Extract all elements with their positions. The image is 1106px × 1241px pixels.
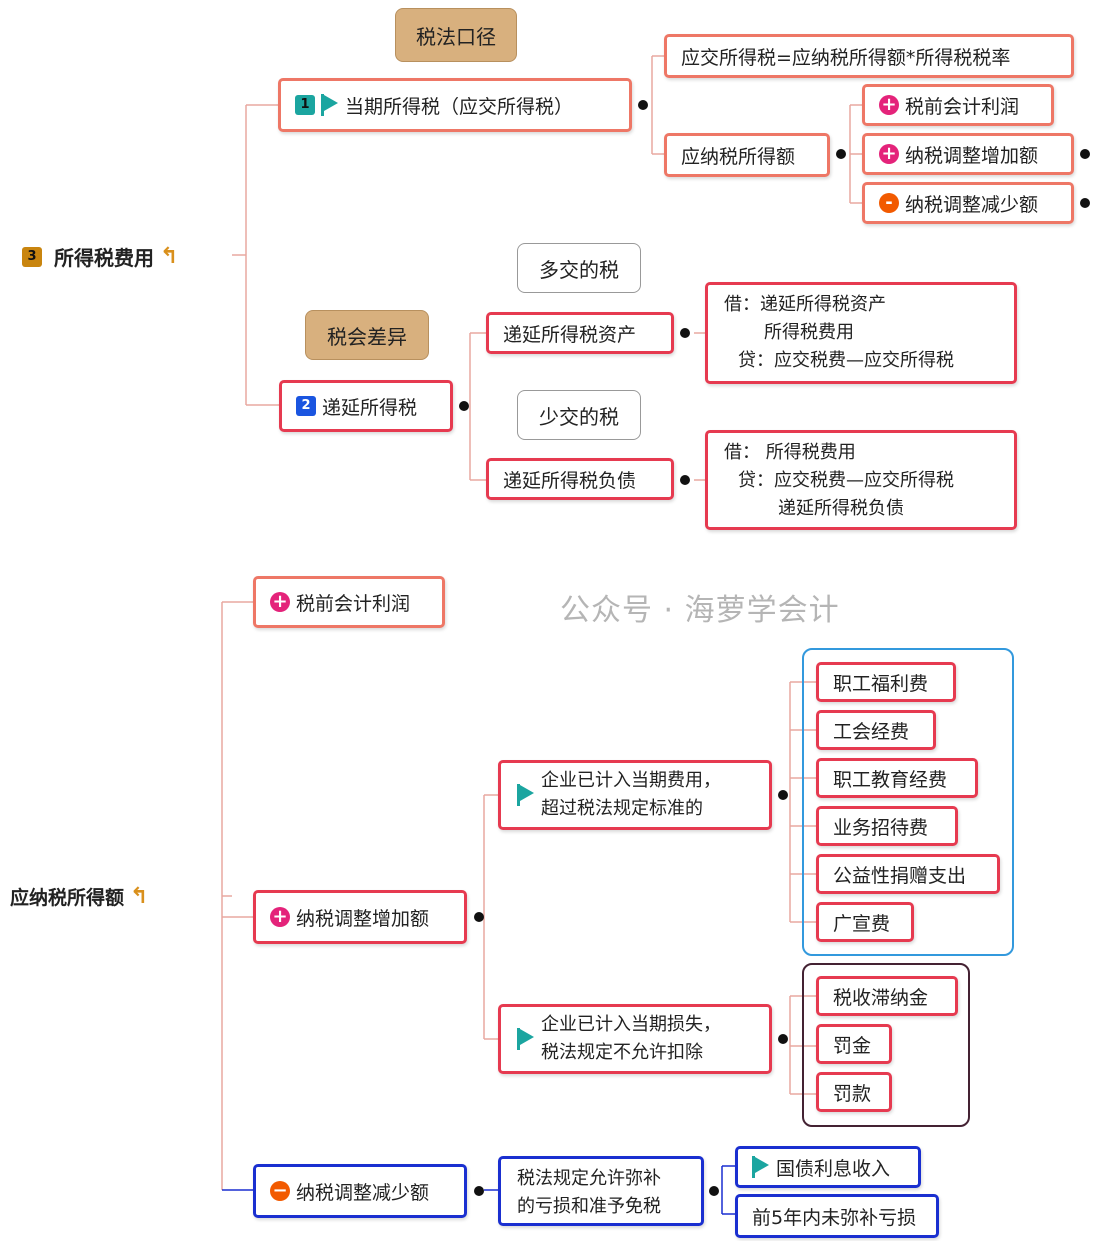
callout-tax-law: 税法口径 [395, 8, 517, 62]
plus-icon: + [270, 592, 290, 612]
boundary-loss-items [802, 963, 970, 1127]
node-label: 企业已计入当期损失， [541, 1014, 721, 1035]
node-label: 税前会计利润 [296, 592, 411, 615]
node-dtl[interactable]: 递延所得税负债 [486, 458, 674, 500]
minus-icon: − [270, 1181, 290, 1201]
node-label: 纳税调整减少额 [905, 193, 1039, 216]
node-pretax-profit[interactable]: + 税前会计利润 [253, 576, 445, 628]
entry-line: 贷：应交税费—应交所得税 [738, 470, 954, 491]
flag-icon [321, 94, 339, 116]
link-back-icon[interactable]: ↰ [160, 244, 179, 269]
node-decrease[interactable]: −纳税调整减少额 [253, 1164, 467, 1218]
callout-difference: 税会差异 [305, 310, 429, 360]
node-label: 纳税调整减少额 [296, 1181, 430, 1204]
expense-item[interactable]: 职工教育经费 [816, 758, 978, 798]
collapse-dot[interactable] [709, 1186, 719, 1196]
callout-underpaid: 少交的税 [517, 390, 641, 440]
collapse-dot[interactable] [459, 401, 469, 411]
node-taxable-income[interactable]: 应纳税所得额 [664, 133, 830, 177]
minus-icon: - [879, 193, 899, 213]
root-income-tax-expense[interactable]: 3 所得税费用 ↰ [22, 242, 178, 271]
node-bond-interest[interactable]: 国债利息收入 [735, 1146, 921, 1188]
expense-item[interactable]: 广宣费 [816, 902, 914, 942]
collapse-dot[interactable] [474, 1186, 484, 1196]
loss-item[interactable]: 税收滞纳金 [816, 976, 958, 1016]
node-label: 递延所得税 [322, 396, 418, 419]
entry-line: 借： 所得税费用 [724, 442, 856, 463]
node-expense-over-limit[interactable]: 企业已计入当期费用， 超过税法规定标准的 [498, 760, 772, 830]
node-current-tax[interactable]: 1 当期所得税（应交所得税） [278, 78, 632, 132]
node-label: 企业已计入当期费用， [541, 770, 721, 791]
flag-icon [752, 1156, 770, 1178]
node-decrease[interactable]: -纳税调整减少额 [862, 182, 1074, 224]
node-loss-disallowed[interactable]: 企业已计入当期损失， 税法规定不允许扣除 [498, 1004, 772, 1074]
entry-line: 递延所得税负债 [778, 498, 904, 519]
link-back-icon[interactable]: ↰ [130, 884, 149, 909]
collapse-dot[interactable] [778, 790, 788, 800]
node-label: 当期所得税（应交所得税） [345, 95, 574, 118]
plus-icon: + [879, 144, 899, 164]
boundary-expense-items [802, 648, 1014, 956]
priority-1-icon: 1 [295, 95, 315, 115]
flag-icon [517, 1028, 535, 1050]
loss-item[interactable]: 罚款 [816, 1072, 892, 1112]
node-pretax-profit[interactable]: + 税前会计利润 [862, 84, 1054, 126]
expense-item[interactable]: 职工福利费 [816, 662, 956, 702]
node-increase[interactable]: + 纳税调整增加额 [253, 890, 467, 944]
plus-icon: + [270, 907, 290, 927]
entry-line: 所得税费用 [764, 322, 854, 343]
callout-overpaid: 多交的税 [517, 243, 641, 293]
entry-line: 贷：应交税费—应交所得税 [738, 350, 954, 371]
watermark: 公众号 · 海萝学会计 [560, 593, 840, 628]
expense-item[interactable]: 业务招待费 [816, 806, 958, 846]
expand-dot[interactable] [1080, 149, 1090, 159]
node-label: 税前会计利润 [905, 95, 1020, 118]
node-label: 超过税法规定标准的 [541, 798, 703, 819]
node-allowed-offset[interactable]: 税法规定允许弥补 的亏损和准予免税 [498, 1156, 704, 1226]
root-label: 所得税费用 [54, 246, 154, 270]
node-dtl-entry[interactable]: 借： 所得税费用 贷：应交税费—应交所得税 递延所得税负债 [705, 430, 1017, 530]
expense-item[interactable]: 公益性捐赠支出 [816, 854, 1000, 894]
priority-2-icon: 2 [296, 396, 316, 416]
root-label: 应纳税所得额 [10, 887, 125, 909]
node-dta[interactable]: 递延所得税资产 [486, 312, 674, 354]
node-label: 纳税调整增加额 [905, 144, 1039, 167]
collapse-dot[interactable] [778, 1034, 788, 1044]
collapse-dot[interactable] [680, 328, 690, 338]
node-formula[interactable]: 应交所得税=应纳税所得额*所得税税率 [664, 34, 1074, 78]
node-increase[interactable]: + 纳税调整增加额 [862, 133, 1074, 175]
node-label: 税法规定不允许扣除 [541, 1042, 703, 1063]
collapse-dot[interactable] [836, 149, 846, 159]
collapse-dot[interactable] [474, 912, 484, 922]
collapse-dot[interactable] [680, 475, 690, 485]
node-label: 税法规定允许弥补 [517, 1168, 661, 1189]
node-label: 国债利息收入 [776, 1157, 891, 1180]
collapse-dot[interactable] [638, 100, 648, 110]
entry-line: 借：递延所得税资产 [724, 294, 886, 315]
flag-icon [517, 784, 535, 806]
expense-item[interactable]: 工会经费 [816, 710, 936, 750]
node-deferred-tax[interactable]: 2 递延所得税 [279, 380, 453, 432]
plus-icon: + [879, 95, 899, 115]
priority-3-icon: 3 [22, 246, 42, 267]
root-taxable-income[interactable]: 应纳税所得额 ↰ [10, 883, 148, 910]
node-unrecovered-loss[interactable]: 前5年内未弥补亏损 [735, 1194, 939, 1238]
node-label: 的亏损和准予免税 [517, 1196, 661, 1217]
loss-item[interactable]: 罚金 [816, 1024, 892, 1064]
node-label: 纳税调整增加额 [296, 907, 430, 930]
expand-dot[interactable] [1080, 198, 1090, 208]
node-dta-entry[interactable]: 借：递延所得税资产 所得税费用 贷：应交税费—应交所得税 [705, 282, 1017, 384]
